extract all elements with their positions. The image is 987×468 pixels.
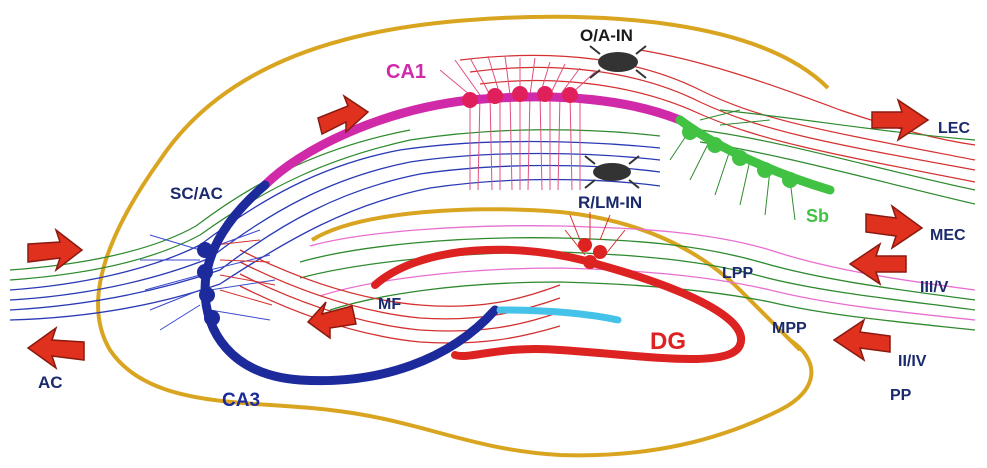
- ca1-soma: [562, 87, 578, 103]
- label-oa-in: O/A-IN: [580, 26, 633, 45]
- arrow-mf: [308, 302, 356, 338]
- sb-soma: [782, 172, 798, 188]
- label-mec: MEC: [930, 227, 966, 244]
- sb-soma: [682, 124, 698, 140]
- sb-fiber: [720, 110, 975, 140]
- ca3-band: [205, 185, 495, 381]
- rlm-interneuron-body: [593, 163, 631, 181]
- dg-soma: [593, 245, 607, 259]
- ca3-soma: [197, 242, 213, 258]
- sc-fiber: [10, 154, 660, 301]
- ca3-soma: [204, 310, 220, 326]
- hippocampus-outline: [98, 17, 828, 456]
- ca3-soma: [197, 264, 213, 280]
- label-ii-iv: II/IV: [898, 353, 927, 370]
- label-sc-ac: SC/AC: [170, 184, 223, 203]
- label-rlm-in: R/LM-IN: [578, 193, 642, 212]
- ca3-red-dendrites: [215, 240, 275, 305]
- sb-soma: [707, 137, 723, 153]
- arrow-ac-in: [28, 230, 82, 270]
- ca3-soma: [199, 287, 215, 303]
- label-mpp: MPP: [772, 320, 807, 337]
- outline-outer: [98, 17, 828, 456]
- label-dg: DG: [650, 328, 686, 355]
- ca1-soma: [537, 86, 553, 102]
- arrow-iii-v: [850, 244, 906, 284]
- label-pp: PP: [890, 387, 912, 404]
- oa-interneuron: [590, 46, 646, 78]
- label-iii-v: III/V: [920, 279, 949, 296]
- ca1-soma: [462, 92, 478, 108]
- label-mf: MF: [378, 296, 401, 313]
- ca1-soma: [512, 86, 528, 102]
- label-lec: LEC: [938, 120, 970, 137]
- mf-fiber: [240, 286, 560, 343]
- arrow-mec: [866, 206, 922, 248]
- dg-soma: [578, 238, 592, 252]
- sb-soma: [732, 150, 748, 166]
- oa-interneuron-body: [598, 52, 638, 72]
- label-ca3: CA3: [222, 390, 260, 411]
- arrow-ac-out: [28, 328, 84, 368]
- ca1-soma: [487, 88, 503, 104]
- label-ac: AC: [38, 373, 63, 392]
- arrow-ii-iv: [834, 320, 890, 360]
- ca3-red-dendrite: [215, 240, 275, 305]
- dg-soma: [583, 255, 597, 269]
- ca1-dendrites: [440, 56, 595, 190]
- label-ca1: CA1: [386, 61, 426, 83]
- label-lpp: LPP: [722, 265, 753, 282]
- label-sb: Sb: [806, 206, 829, 226]
- dg-tail-band: [500, 310, 618, 320]
- sb-soma: [757, 162, 773, 178]
